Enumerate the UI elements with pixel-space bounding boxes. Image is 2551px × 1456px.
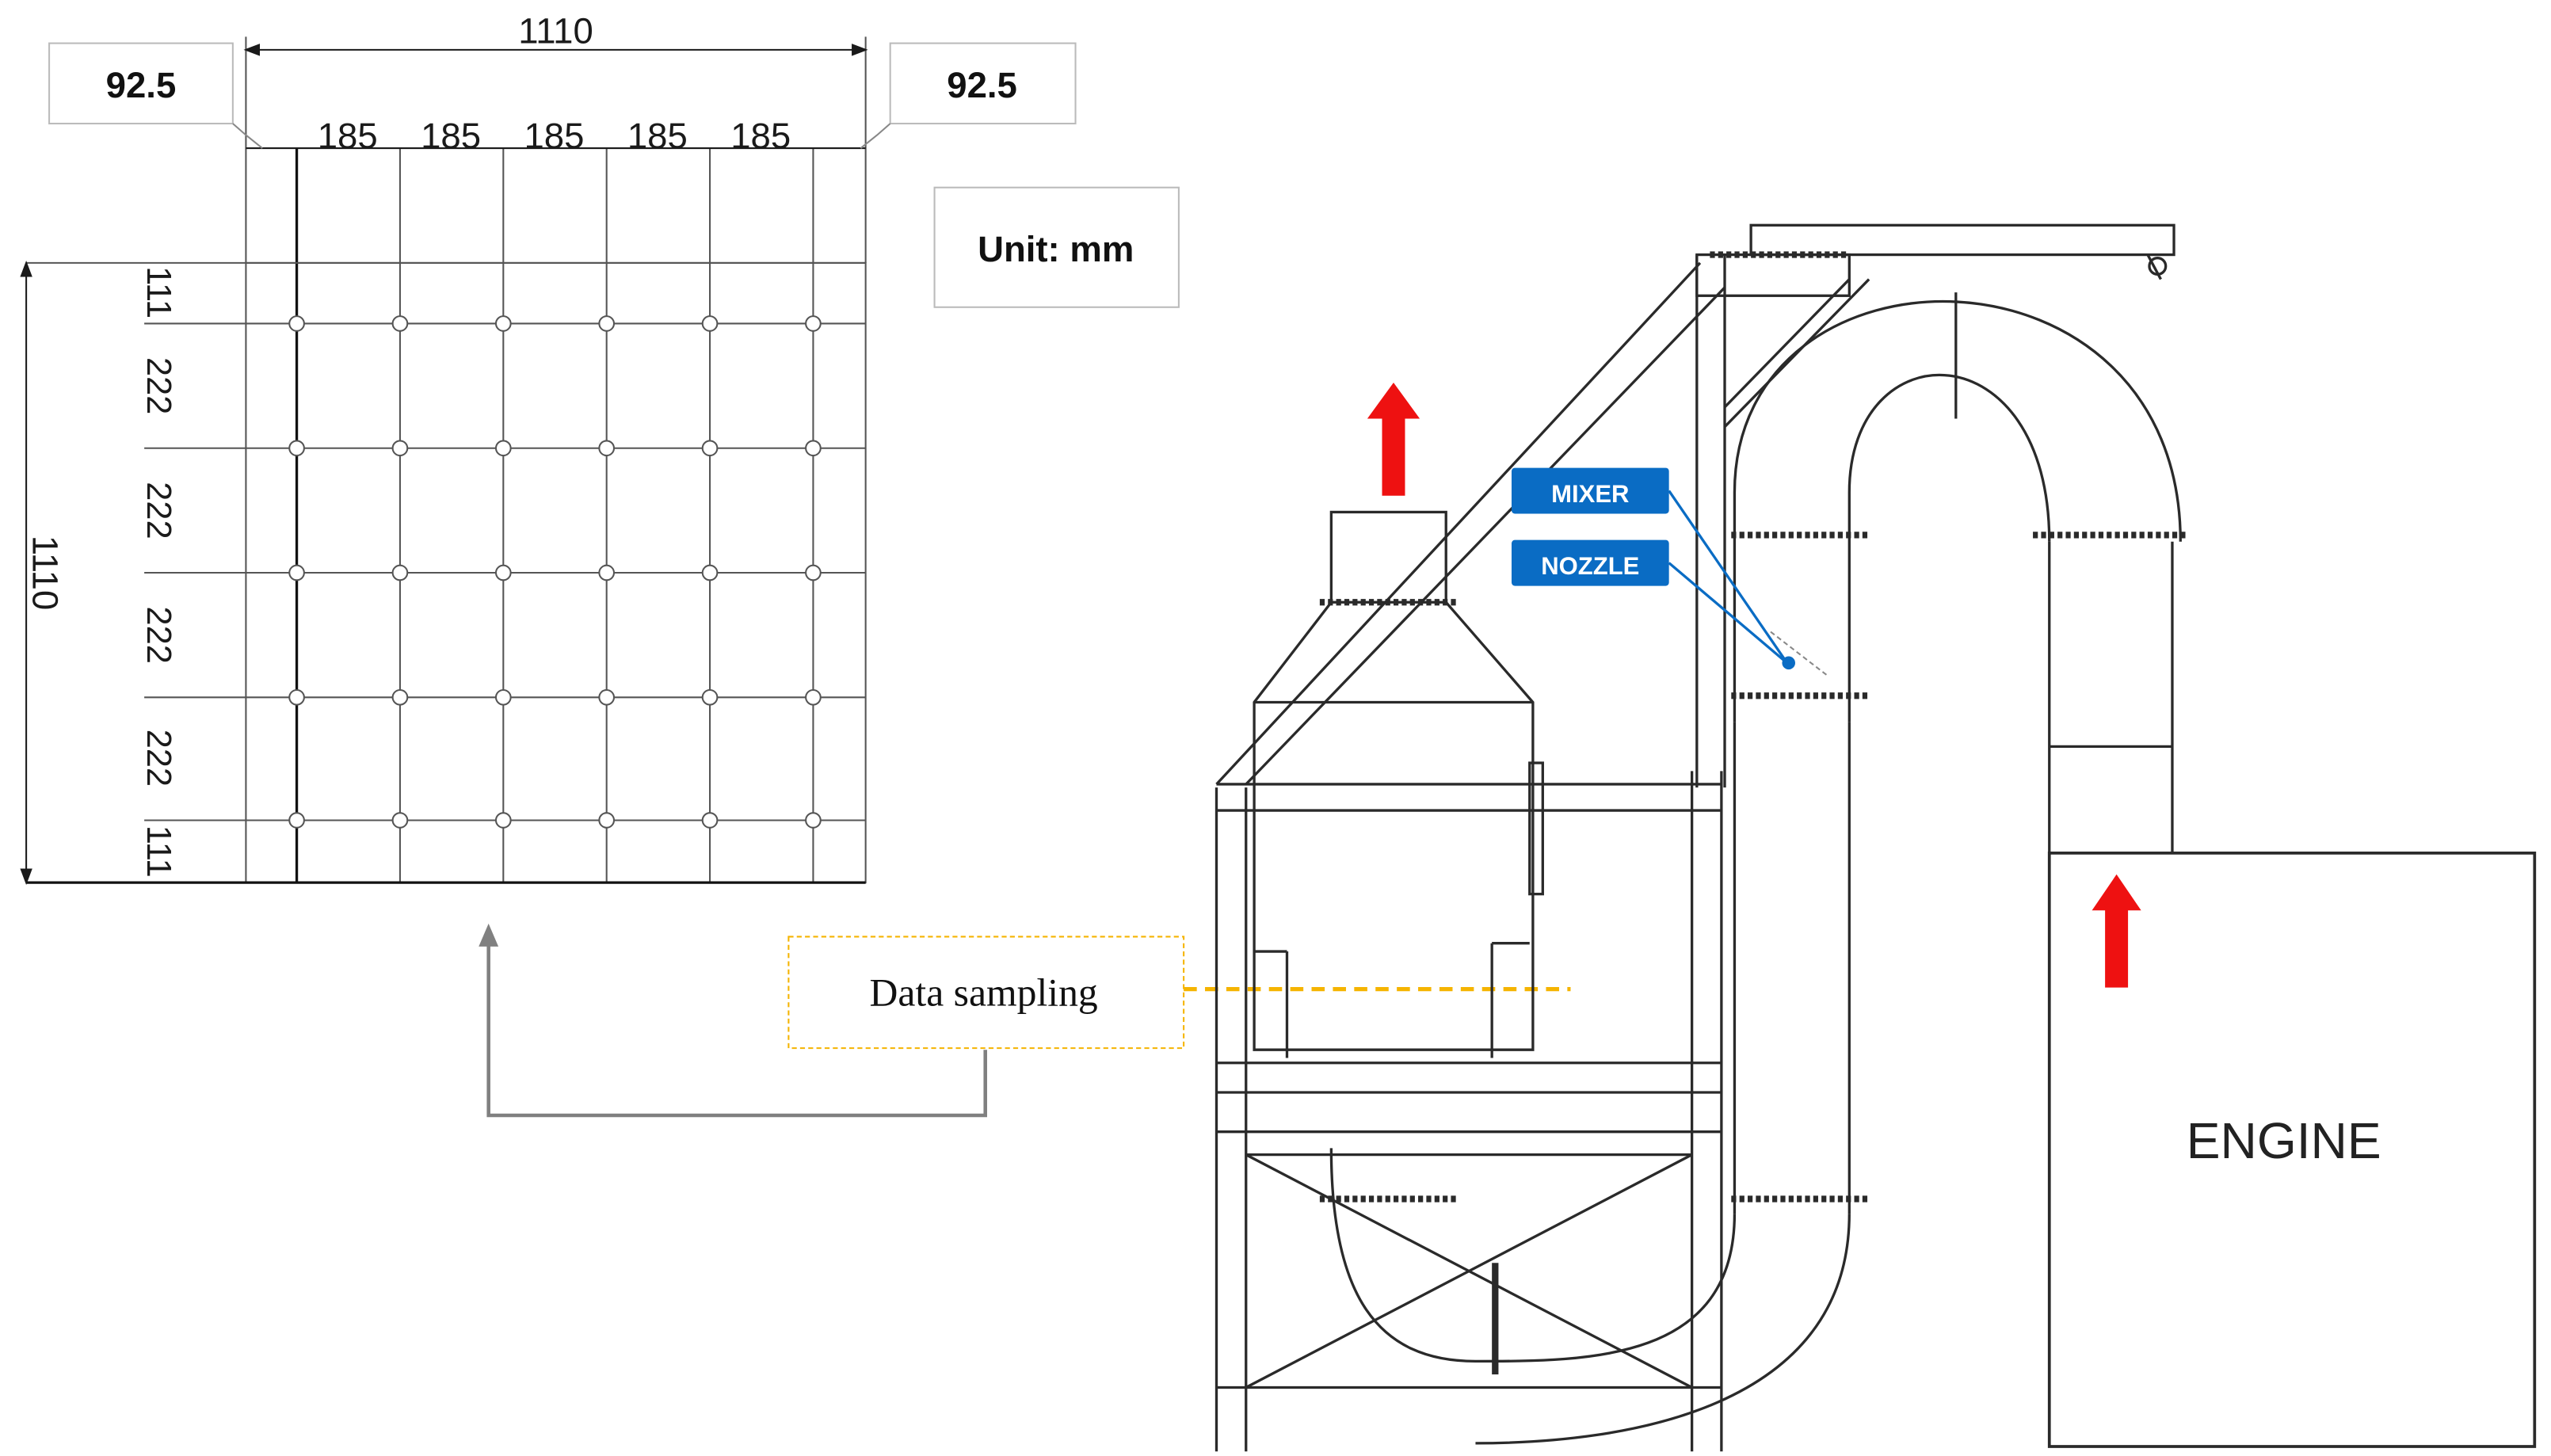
sampling-point [805,315,822,332]
unit-box: Unit: mm [933,186,1180,308]
sampling-points [288,315,822,829]
sampling-point [391,688,409,706]
row-spacing-label: 222 [139,730,177,787]
sampling-point [701,812,719,829]
row-spacing-label: 111 [139,825,177,878]
sampling-point [805,812,822,829]
sampling-point [494,812,512,829]
sampling-point [701,688,719,706]
row-spacing-label: 222 [139,482,177,539]
sampling-point [598,564,616,581]
left-dimension [20,260,32,886]
row-spacing-label: 222 [139,606,177,663]
nozzle-spray-line [1770,631,1829,677]
nozzle-point [1782,656,1796,670]
exhaust-up-arrow [1367,382,1420,496]
sampling-point [701,564,719,581]
engine-box [2047,852,2537,1448]
row-spacing-label: 222 [139,357,177,414]
left-margin-label: 92.5 [106,65,177,105]
sampling-point [494,688,512,706]
row-spacing-label: 111 [139,266,177,318]
sampling-point [391,564,409,581]
sampling-point [805,564,822,581]
sampling-point [494,315,512,332]
sampling-point [391,315,409,332]
sampling-point [288,812,305,829]
leader-line [860,123,891,149]
sampling-point [598,812,616,829]
sampling-point [598,688,616,706]
sampling-point [391,440,409,457]
sampling-point [288,315,305,332]
sampling-point [494,440,512,457]
engine-flow-arrow [2092,874,2141,988]
tag-leaders [1668,490,1789,665]
leader-line [232,123,263,149]
sampling-point [494,564,512,581]
sampling-point [701,315,719,332]
data-sampling-box: Data sampling [787,936,1185,1050]
sampling-point [805,440,822,457]
nozzle-label: NOZZLE [1541,552,1639,580]
flow-arrows [1367,382,2141,988]
apparatus [1214,223,2537,1452]
mixer-label: MIXER [1551,480,1629,508]
column-spacing-label: 185 [627,116,688,156]
sampling-point [288,688,305,706]
sampling-point [288,440,305,457]
right-margin-label: 92.5 [947,65,1017,105]
sampling-point [701,440,719,457]
column-spacing-label: 185 [318,116,378,156]
mixer-tag: MIXER [1511,467,1669,514]
overall-width-label: 1110 [518,11,593,51]
engine-label: ENGINE [2187,1112,2381,1169]
data-sampling-label: Data sampling [870,970,1098,1014]
sampling-point [805,688,822,706]
right-margin-box: 92.5 [889,42,1077,125]
left-margin-box: 92.5 [48,42,234,125]
sampling-point [598,315,616,332]
sampling-connector [479,923,987,1118]
sampling-point [598,440,616,457]
unit-label: Unit: mm [978,229,1134,269]
sampling-point [391,812,409,829]
column-spacing-label: 185 [421,116,481,156]
column-spacing-label: 185 [730,116,791,156]
top-dimension [243,44,868,150]
column-spacing-label: 185 [524,116,584,156]
overall-height-label: 1110 [25,536,65,611]
sampling-point [288,564,305,581]
nozzle-tag: NOZZLE [1511,539,1669,586]
